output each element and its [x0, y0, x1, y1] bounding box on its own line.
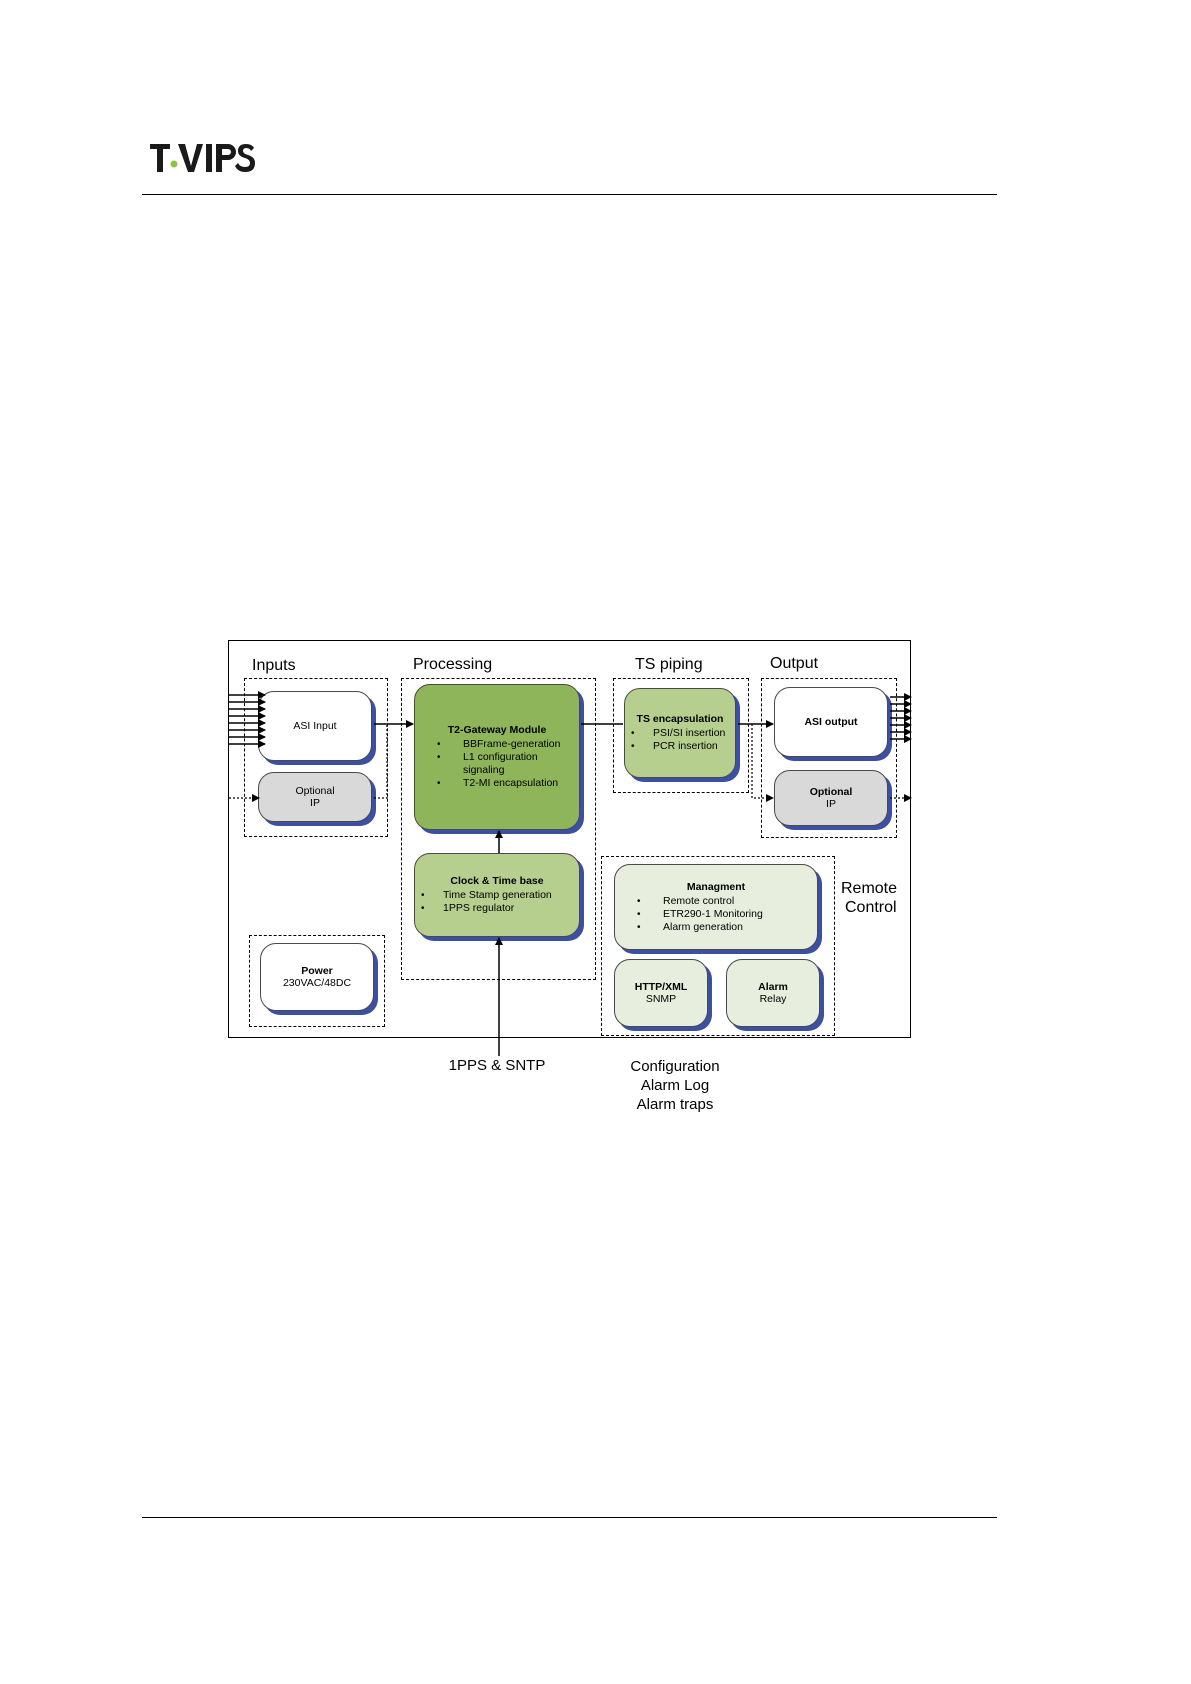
management-item: Alarm generation [615, 921, 817, 934]
output-group [761, 678, 897, 838]
alarm-traps-label: Alarm traps [636, 1096, 714, 1113]
alarm-relay-box: Alarm Relay [726, 959, 820, 1027]
ts-piping-group [613, 678, 749, 793]
section-label-inputs: Inputs [252, 657, 296, 674]
t2-gateway-item: T2-MI encapsulation [415, 777, 579, 790]
t2-gateway-title: T2-Gateway Module [447, 724, 547, 736]
header-rule [142, 194, 997, 195]
optional-ip-output-box: Optional IP [774, 770, 888, 826]
ts-encapsulation-title: TS encapsulation [636, 713, 724, 725]
connector-lines [229, 691, 912, 1056]
company-logo [150, 140, 255, 180]
ts-encapsulation-item: PSI/SI insertion [625, 727, 735, 740]
optional-ip-input-label-1: Optional [295, 785, 335, 797]
management-item: Remote control [615, 895, 817, 908]
section-label-output: Output [770, 655, 819, 672]
optional-ip-input-label-2: IP [310, 797, 320, 809]
remote-control-group [601, 856, 835, 1036]
snmp-label: SNMP [645, 993, 677, 1005]
ts-encapsulation-item: PCR insertion [625, 740, 735, 753]
optional-ip-output-label-2: IP [826, 798, 836, 810]
t2-gateway-item: L1 configuration signaling [415, 751, 543, 777]
power-group [249, 935, 385, 1027]
management-title: Managment [686, 880, 746, 893]
power-spec-label: 230VAC/48DC [282, 977, 352, 989]
management-item: ETR290-1 Monitoring [615, 908, 817, 921]
footer-rule [142, 1517, 997, 1518]
http-xml-snmp-box: HTTP/XML SNMP [614, 959, 708, 1027]
asi-output-box: ASI output [774, 687, 888, 757]
clock-title: Clock & Time base [450, 875, 544, 887]
t2-gateway-item: BBFrame-generation [415, 738, 579, 751]
optional-ip-output-label-1: Optional [809, 786, 853, 798]
asi-input-label: ASI Input [293, 720, 337, 732]
section-label-remote: Remote [841, 880, 898, 897]
section-label-ts-piping: TS piping [635, 656, 703, 673]
clock-time-base-box: Clock & Time base Time Stamp generation … [414, 853, 580, 937]
alarm-log-label: Alarm Log [640, 1077, 710, 1094]
output-stub-arrows [890, 693, 912, 743]
optional-ip-input-box: Optional IP [258, 772, 372, 822]
t2-gateway-module-box: T2-Gateway Module BBFrame-generation L1 … [414, 684, 580, 830]
ip-to-gateway-line [374, 724, 388, 799]
power-label: Power [301, 965, 333, 977]
http-xml-label: HTTP/XML [634, 981, 688, 993]
encap-to-ip-output-arrow [751, 724, 774, 802]
ts-encapsulation-box: TS encapsulation PSI/SI insertion PCR in… [624, 688, 736, 778]
configuration-label: Configuration [630, 1058, 720, 1075]
clock-item: 1PPS regulator [415, 902, 579, 915]
pps-sntp-label: 1PPS & SNTP [448, 1057, 546, 1074]
tvips-logo-icon [150, 144, 255, 172]
clock-item: Time Stamp generation [415, 889, 579, 902]
configuration-labels: Configuration Alarm Log Alarm traps [610, 1057, 740, 1114]
power-box: Power 230VAC/48DC [260, 943, 374, 1011]
asi-input-box: ASI Input [258, 691, 372, 761]
section-label-control: Control [845, 899, 897, 916]
block-diagram: Inputs Processing TS piping Output Remot… [228, 640, 912, 1056]
section-label-processing: Processing [413, 656, 493, 673]
input-stub-arrows [229, 691, 266, 748]
alarm-label: Alarm [758, 981, 788, 993]
relay-label: Relay [759, 993, 787, 1005]
management-box: Managment Remote control ETR290-1 Monito… [614, 864, 818, 950]
asi-output-label: ASI output [804, 716, 858, 728]
